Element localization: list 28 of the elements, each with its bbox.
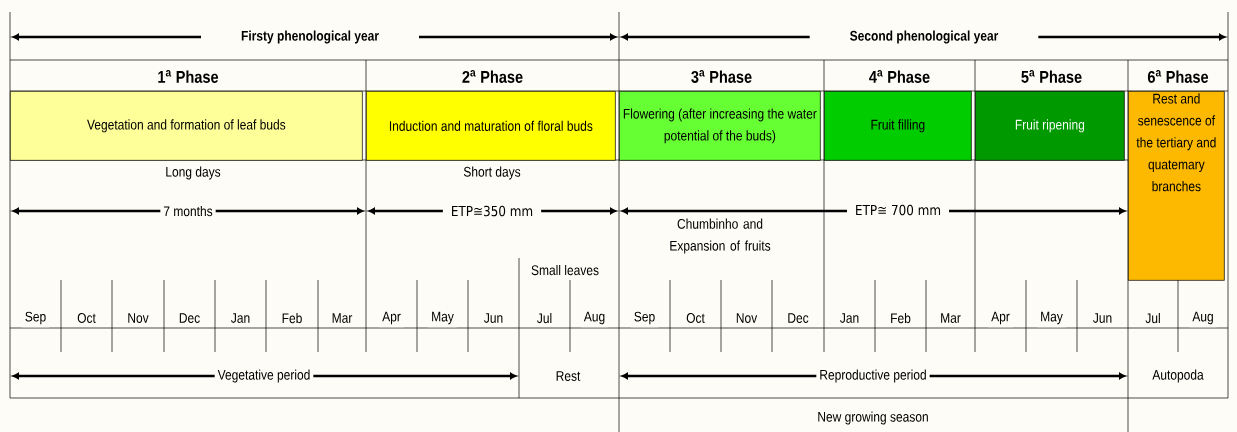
month-label: Jun [480, 310, 507, 326]
phase-heading: 1$^{a}$ Phase [158, 70, 219, 83]
phase-band: Vegetation and formation of leaf buds [10, 91, 363, 161]
phase-band: Flowering (after increasing the water potential of the buds) [619, 91, 821, 161]
month-label: Dec [784, 310, 812, 326]
phase-band: Rest and senescence of the tertiary and quatemary branches [1128, 91, 1225, 281]
month-label: Jun [1089, 310, 1116, 326]
phase-heading: 5$^{a}$ Phase [1021, 70, 1082, 83]
month-label: Dec [175, 310, 204, 326]
phase-heading: 6$^{a}$ Phase [1147, 70, 1209, 83]
month-label: Oct [683, 310, 708, 326]
month-label: Mar [937, 310, 964, 326]
year-label: Second phenological year [809, 27, 1039, 47]
month-label: Jan [836, 310, 863, 326]
month-label: Oct [74, 310, 99, 326]
phase-heading: 2$^{a}$ Phase [462, 70, 523, 83]
period-label: Chumbinho and Expansion of fruits [670, 218, 771, 254]
phase-band: Fruit ripening [975, 91, 1125, 161]
month-label: Nov [124, 310, 152, 326]
phase-heading: 4$^{a}$ Phase [869, 70, 930, 83]
month-label: Nov [732, 310, 761, 326]
month-label: Jan [227, 310, 254, 326]
phase-heading: 3$^{a}$ Phase [691, 70, 752, 83]
year-label: Firsty phenological year [201, 27, 419, 47]
phase-band: Fruit filling [824, 91, 972, 161]
month-label: Mar [328, 310, 356, 326]
period-label: Rest [552, 368, 584, 384]
phase-band: Induction and maturation of floral buds [366, 91, 616, 161]
